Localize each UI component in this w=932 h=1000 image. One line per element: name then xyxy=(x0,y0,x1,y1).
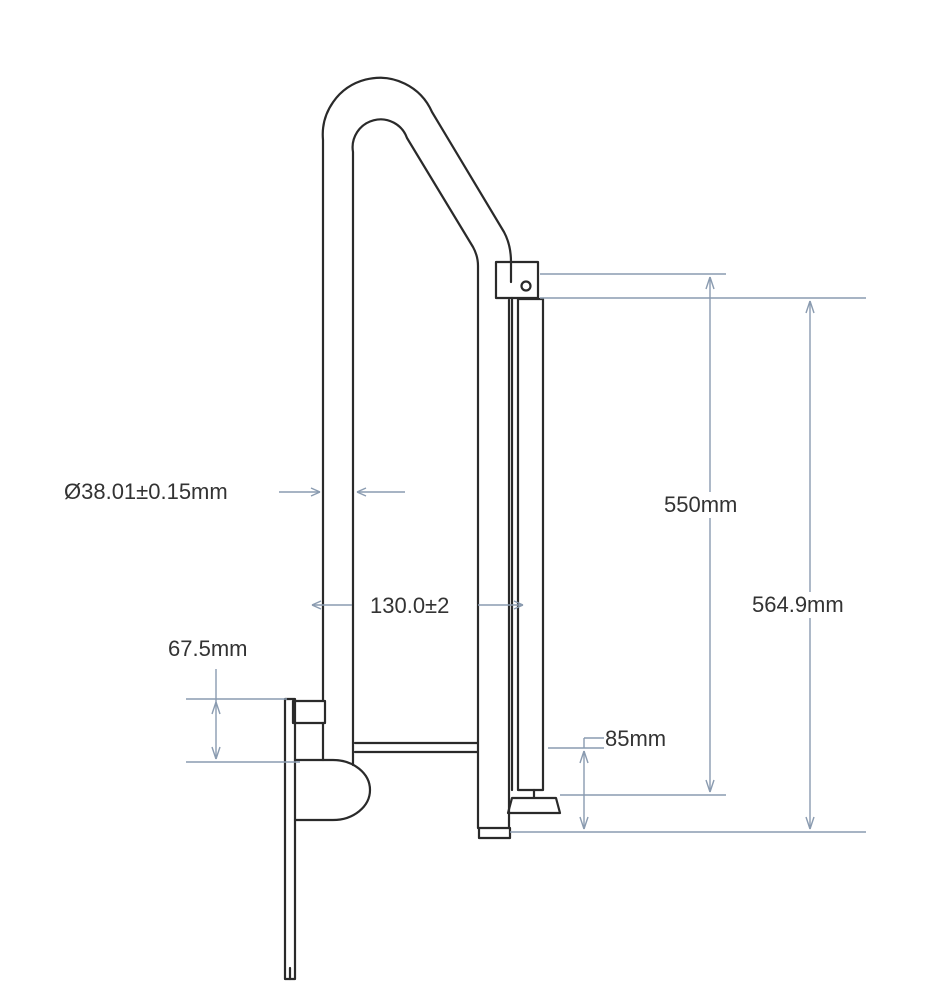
foot-height-arrowhead-bottom xyxy=(579,816,589,830)
overall-height-label: 564.9mm xyxy=(752,592,844,618)
foot-height-label: 85mm xyxy=(605,726,667,751)
wall-flange-sleeve xyxy=(291,699,327,725)
clamp-screw-icon xyxy=(520,280,532,292)
leg-length-arrowhead-top xyxy=(705,276,715,290)
dimension-lines xyxy=(186,273,866,833)
bottom-end-cap xyxy=(477,826,512,840)
base-offset-label: 67.5mm xyxy=(168,636,248,661)
wall-flange-base xyxy=(293,758,372,822)
top-clamp xyxy=(494,260,540,300)
diameter-arrowhead-left xyxy=(310,487,321,497)
overall-height-arrowhead-top xyxy=(805,300,815,314)
width-arrowhead-left xyxy=(311,600,322,610)
width-arrowhead-right xyxy=(513,600,524,610)
leg-length-arrowhead-bottom xyxy=(705,779,715,793)
base-offset-arrowhead-top xyxy=(211,701,221,715)
grab-rail-outline xyxy=(283,76,562,981)
rail-width-label: 130.0±2 xyxy=(368,593,452,618)
tube-diameter-label: Ø38.01±0.15mm xyxy=(64,479,228,504)
overall-height-arrowhead-bottom xyxy=(805,816,815,830)
base-offset-arrowhead-bottom xyxy=(211,746,221,760)
foot-height-arrowhead-top xyxy=(579,750,589,764)
wall-plate xyxy=(283,697,297,981)
tube-outer-contour xyxy=(321,76,513,702)
tube-inner-contour xyxy=(351,118,480,830)
diameter-arrowhead-right xyxy=(356,487,367,497)
leg-length-label: 550mm xyxy=(664,492,738,518)
support-leg-foot xyxy=(506,788,562,815)
support-leg xyxy=(516,297,545,792)
